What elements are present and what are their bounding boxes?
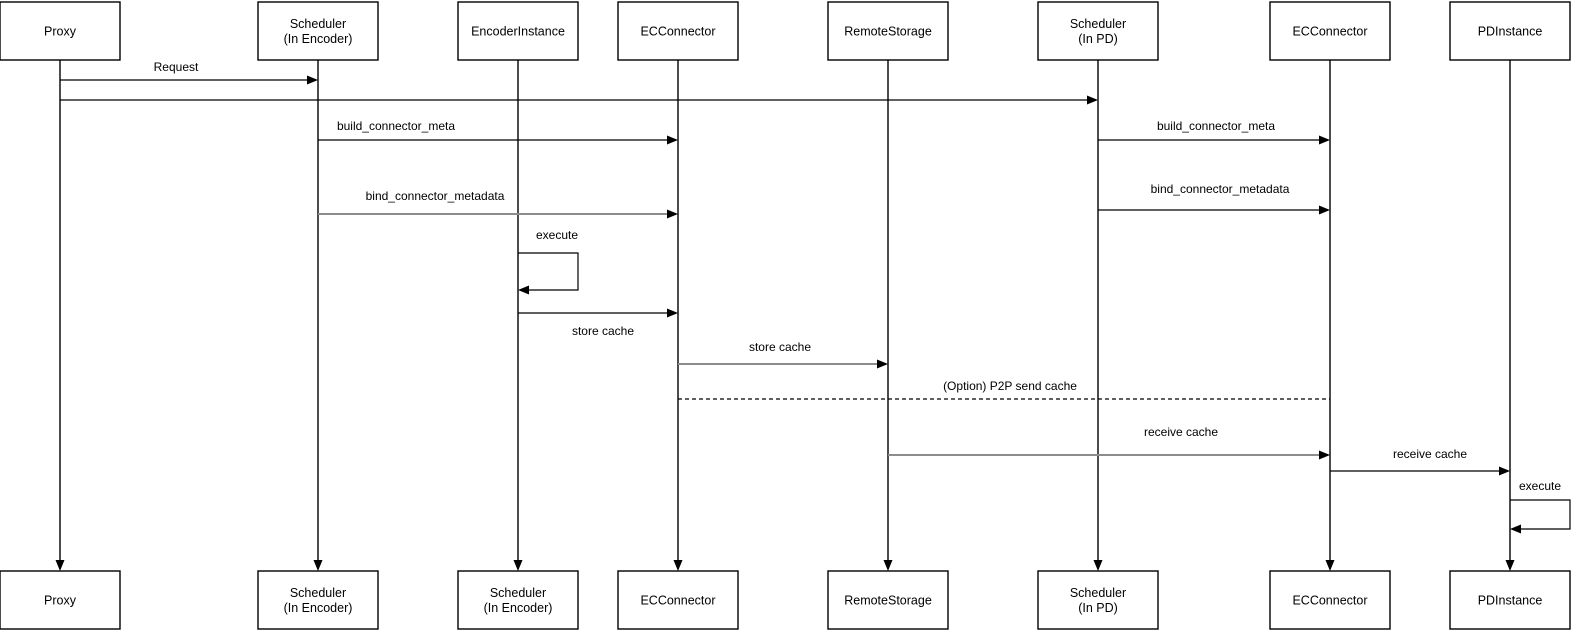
arrowhead-icon	[667, 209, 678, 219]
message-label-receive-cache-connector: receive cache	[1144, 425, 1218, 439]
arrowhead-icon	[1319, 205, 1330, 215]
participant-top-box-pd-instance-rect	[1449, 1, 1571, 61]
message-store-cache-encoder: store cache	[518, 308, 678, 338]
arrowhead-icon	[1510, 524, 1521, 534]
participant-top-box-pd-instance-label: PDInstance	[1478, 25, 1543, 39]
message-label-receive-cache-pd: receive cache	[1393, 447, 1467, 461]
arrowhead-icon	[1499, 466, 1510, 476]
self-loop-execute-encoder: execute	[518, 228, 579, 295]
message-label-p2p-send-cache: (Option) P2P send cache	[943, 379, 1077, 393]
participant-bottom-box-encoder-instance-label: Scheduler	[490, 586, 546, 600]
message-build-connector-meta-encoder: build_connector_meta	[318, 119, 678, 145]
participant-top-box-scheduler-pd-rect	[1037, 1, 1159, 61]
message-forward-request	[60, 95, 1098, 105]
arrowhead-icon	[1087, 95, 1098, 105]
arrowhead-icon	[1319, 450, 1330, 460]
arrowhead-icon	[673, 560, 683, 571]
arrowhead-icon	[667, 308, 678, 318]
message-bind-connector-metadata-encoder: bind_connector_metadata	[318, 189, 678, 219]
participant-bottom-box-scheduler-pd-rect	[1037, 570, 1159, 630]
arrowhead-icon	[518, 285, 529, 295]
participant-top-box-proxy-label: Proxy	[44, 25, 77, 39]
arrowhead-icon	[1505, 560, 1515, 571]
participant-bottom-box-ec-connector-encoder-rect	[617, 570, 739, 630]
participant-top-box-scheduler-pd-label: (In PD)	[1078, 32, 1118, 46]
message-label-store-cache-remote: store cache	[749, 340, 811, 354]
participant-bottom-box-pd-instance-rect	[1449, 570, 1571, 630]
message-store-cache-remote: store cache	[678, 340, 888, 369]
participant-top-box-ec-connector-encoder-label: ECConnector	[640, 25, 715, 39]
participant-top-box-remote-storage-label: RemoteStorage	[844, 25, 932, 39]
arrowhead-icon	[313, 560, 323, 571]
self-loop-label-execute-pd: execute	[1519, 479, 1561, 493]
participant-bottom-box-encoder-instance-label: (In Encoder)	[484, 601, 553, 615]
participant-bottom-box-ec-connector-pd-rect	[1269, 570, 1391, 630]
self-loop-label-execute-encoder: execute	[536, 228, 578, 242]
message-label-request: Request	[154, 60, 199, 74]
self-loop-path-execute-pd	[1510, 499, 1571, 530]
participant-top-box-scheduler-encoder-label: Scheduler	[290, 17, 346, 31]
participant-bottom-box-pd-instance-label: PDInstance	[1478, 594, 1543, 608]
message-receive-cache-connector: receive cache	[888, 425, 1330, 460]
arrowhead-icon	[883, 560, 893, 571]
arrowhead-icon	[513, 560, 523, 571]
message-request: Request	[60, 60, 318, 85]
message-p2p-send-cache: (Option) P2P send cache	[678, 379, 1330, 400]
self-loop-execute-pd: execute	[1510, 479, 1571, 534]
message-label-build-connector-meta-pd: build_connector_meta	[1157, 119, 1275, 133]
arrowhead-icon	[667, 135, 678, 145]
participant-top-box-proxy-rect	[0, 1, 121, 61]
arrowhead-icon	[1093, 560, 1103, 571]
self-loop-path-execute-encoder	[518, 252, 579, 291]
arrowhead-icon	[1319, 135, 1330, 145]
participant-top-box-ec-connector-encoder-rect	[617, 1, 739, 61]
participant-bottom-box-scheduler-encoder-label: (In Encoder)	[284, 601, 353, 615]
participant-bottom-box-encoder-instance-rect	[457, 570, 579, 630]
participant-top-box-scheduler-pd-label: Scheduler	[1070, 17, 1126, 31]
message-label-build-connector-meta-encoder: build_connector_meta	[337, 119, 455, 133]
participant-bottom-box-scheduler-encoder-rect	[257, 570, 379, 630]
participant-scheduler-encoder: Scheduler(In Encoder)Scheduler(In Encode…	[257, 1, 379, 630]
participant-top-box-remote-storage-rect	[827, 1, 949, 61]
participant-top-box-encoder-instance-rect	[457, 1, 579, 61]
participant-bottom-box-scheduler-pd-label: Scheduler	[1070, 586, 1126, 600]
message-build-connector-meta-pd: build_connector_meta	[1098, 119, 1330, 145]
participant-bottom-box-scheduler-pd-label: (In PD)	[1078, 601, 1118, 615]
participant-bottom-box-remote-storage-label: RemoteStorage	[844, 594, 932, 608]
participant-bottom-box-ec-connector-pd-label: ECConnector	[1292, 594, 1367, 608]
participant-bottom-box-remote-storage-rect	[827, 570, 949, 630]
arrowhead-icon	[1325, 560, 1335, 571]
participant-scheduler-pd: Scheduler(In PD)Scheduler(In PD)	[1037, 1, 1159, 630]
message-label-bind-connector-metadata-pd: bind_connector_metadata	[1151, 182, 1290, 196]
participant-bottom-box-proxy-rect	[0, 570, 121, 630]
arrowhead-icon	[307, 75, 318, 85]
message-label-store-cache-encoder: store cache	[572, 324, 634, 338]
participant-bottom-box-ec-connector-encoder-label: ECConnector	[640, 594, 715, 608]
arrowhead-icon	[877, 359, 888, 369]
message-label-bind-connector-metadata-encoder: bind_connector_metadata	[366, 189, 505, 203]
participant-top-box-encoder-instance-label: EncoderInstance	[471, 25, 565, 39]
participant-bottom-box-proxy-label: Proxy	[44, 594, 77, 608]
participant-top-box-scheduler-encoder-rect	[257, 1, 379, 61]
message-bind-connector-metadata-pd: bind_connector_metadata	[1098, 182, 1330, 215]
participant-bottom-box-scheduler-encoder-label: Scheduler	[290, 586, 346, 600]
participant-top-box-ec-connector-pd-rect	[1269, 1, 1391, 61]
arrowhead-icon	[55, 560, 65, 571]
message-receive-cache-pd: receive cache	[1330, 447, 1510, 476]
participant-top-box-scheduler-encoder-label: (In Encoder)	[284, 32, 353, 46]
participant-top-box-ec-connector-pd-label: ECConnector	[1292, 25, 1367, 39]
